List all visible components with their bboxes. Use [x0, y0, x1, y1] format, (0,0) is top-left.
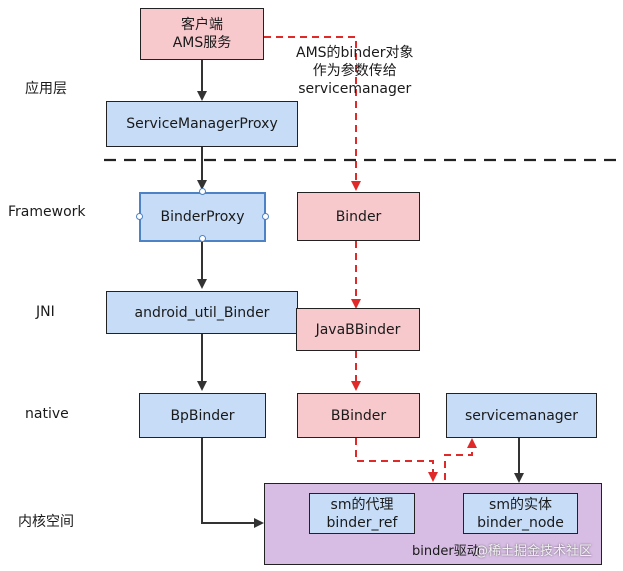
android-util-binder-label: android_util_Binder — [134, 304, 270, 321]
bbinder-label: BBinder — [330, 407, 387, 424]
selection-handle-top[interactable] — [199, 188, 206, 195]
client-ams-box: 客户端 AMS服务 — [140, 8, 264, 60]
binder-proxy-label: BinderProxy — [160, 209, 245, 225]
service-manager-proxy-box: ServiceManagerProxy — [106, 101, 298, 147]
bbinder-box: BBinder — [297, 393, 420, 438]
sm-entity-line1: sm的实体 — [489, 496, 552, 513]
sm-entity-line2: binder_node — [477, 514, 564, 531]
layer-label-app: 应用层 — [25, 81, 67, 97]
annotation-line1: AMS的binder对象 — [296, 45, 414, 61]
layer-label-kernel: 内核空间 — [18, 514, 74, 530]
binder-driver-label: binder驱动 — [412, 544, 480, 559]
selection-handle-bottom[interactable] — [199, 235, 206, 242]
layer-label-native: native — [25, 406, 69, 422]
red-dashed-arrow-client-to-binder — [264, 36, 361, 191]
sm-entity-binder-node-box: sm的实体 binder_node — [463, 493, 578, 534]
client-ams-line1: 客户端 — [181, 17, 223, 33]
sm-proxy-binder-ref-box: sm的代理 binder_ref — [309, 493, 415, 534]
servicemanager-box: servicemanager — [446, 393, 597, 438]
android-util-binder-box: android_util_Binder — [106, 291, 298, 334]
watermark: @稀土掘金技术社区 — [475, 544, 593, 559]
sm-proxy-line2: binder_ref — [326, 514, 398, 531]
arrow-bpbinder-to-driver — [201, 438, 264, 528]
servicemanager-label: servicemanager — [464, 407, 579, 424]
annotation-line2: 作为参数传给 — [312, 63, 397, 79]
sm-proxy-line1: sm的代理 — [330, 496, 394, 513]
selection-handle-right[interactable] — [262, 213, 269, 220]
client-ams-line2: AMS服务 — [172, 35, 232, 51]
bp-binder-label: BpBinder — [170, 407, 235, 424]
service-manager-proxy-label: ServiceManagerProxy — [126, 116, 278, 132]
red-dashed-arrow-bbinder-to-driver — [355, 438, 438, 482]
java-bbinder-label: JavaBBinder — [315, 321, 401, 338]
bp-binder-box: BpBinder — [139, 393, 266, 438]
binder-label: Binder — [335, 208, 382, 225]
layer-label-jni: JNI — [36, 304, 55, 320]
annotation-ams-binder-param: AMS的binder对象 作为参数传给 servicemanager — [296, 44, 413, 98]
red-dashed-arrow-driver-to-servicemanager — [444, 438, 477, 480]
binder-box: Binder — [297, 192, 420, 241]
java-bbinder-box: JavaBBinder — [296, 308, 420, 351]
layer-label-framework: Framework — [8, 204, 86, 220]
selection-handle-left[interactable] — [136, 213, 143, 220]
annotation-line3: servicemanager — [298, 81, 412, 97]
